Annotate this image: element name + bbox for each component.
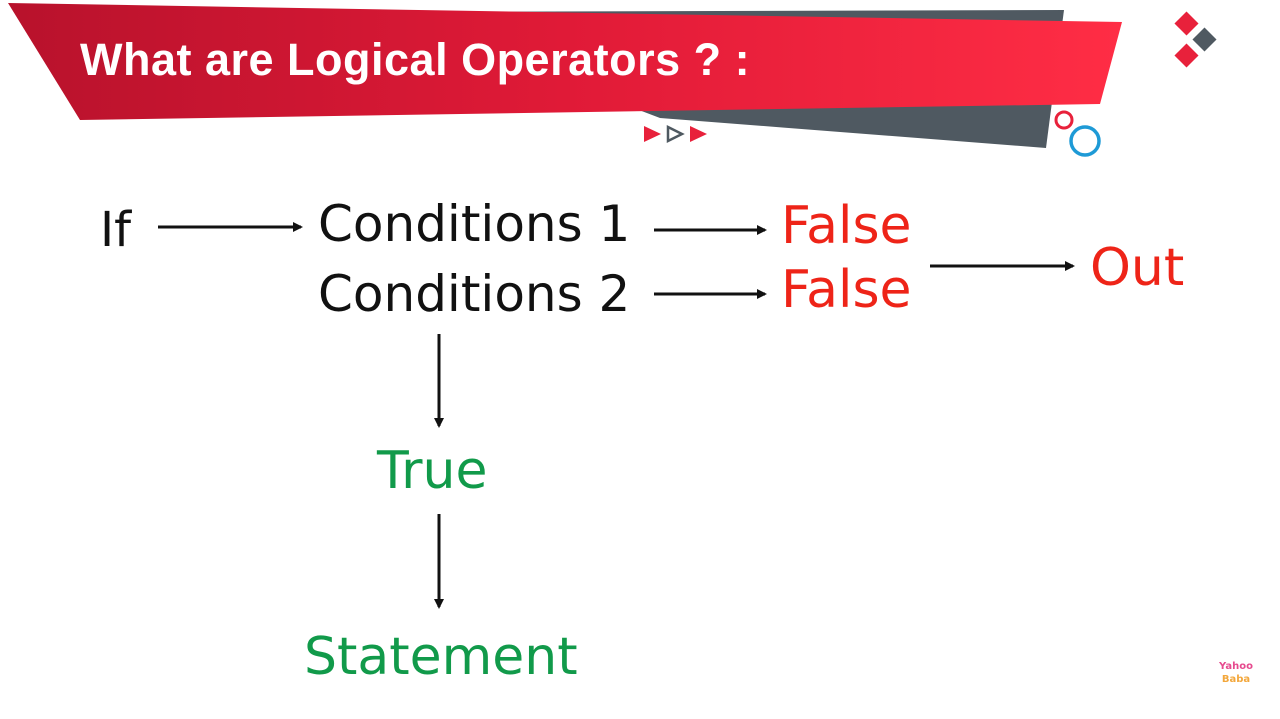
play-arrows-icon bbox=[644, 124, 707, 144]
diamond-logo-icon bbox=[1174, 11, 1217, 68]
small-circle-icon bbox=[1054, 110, 1074, 130]
watermark-line-2: Baba bbox=[1221, 674, 1251, 685]
statement-label: Statement bbox=[304, 627, 578, 687]
false-label-1: False bbox=[781, 196, 912, 256]
watermark-line-1: Yahoo bbox=[1219, 661, 1253, 672]
yahoo-baba-watermark: Yahoo Baba bbox=[1214, 660, 1258, 686]
condition-2-label: Conditions 2 bbox=[318, 265, 631, 323]
banner-red-shape bbox=[8, 3, 1122, 120]
false-label-2: False bbox=[781, 260, 912, 320]
page-title: What are Logical Operators ? : bbox=[80, 34, 751, 85]
condition-1-label: Conditions 1 bbox=[318, 195, 631, 253]
if-label: If bbox=[100, 202, 132, 258]
out-label: Out bbox=[1090, 238, 1185, 298]
blue-circle-icon bbox=[1069, 125, 1101, 157]
true-label: True bbox=[377, 441, 488, 501]
